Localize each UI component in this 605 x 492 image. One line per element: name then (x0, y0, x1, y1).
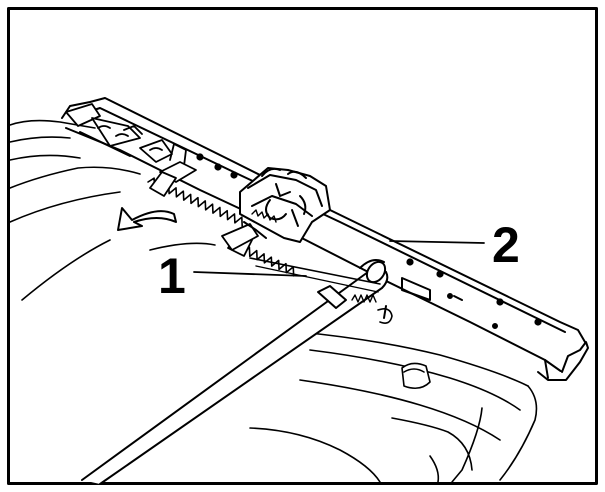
callout-1: 1 (158, 248, 186, 304)
release-bar (81, 257, 393, 485)
vehicle-floor (9, 119, 538, 483)
callout-1-leader (193, 271, 307, 277)
callout-2: 2 (492, 217, 520, 273)
rail-bracket (149, 171, 259, 257)
border-frame (7, 7, 598, 485)
callout-2-leader (389, 240, 485, 244)
rotation-arrow (117, 207, 177, 231)
latch-housing (239, 167, 331, 243)
